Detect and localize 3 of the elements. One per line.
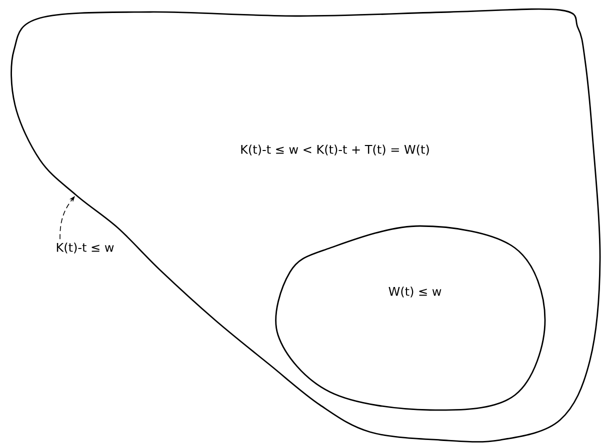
- leader-line: [60, 196, 75, 240]
- region-outline: W(t) ≤ w: [275, 225, 546, 411]
- label-text: K(t)-t ≤ w: [56, 242, 114, 254]
